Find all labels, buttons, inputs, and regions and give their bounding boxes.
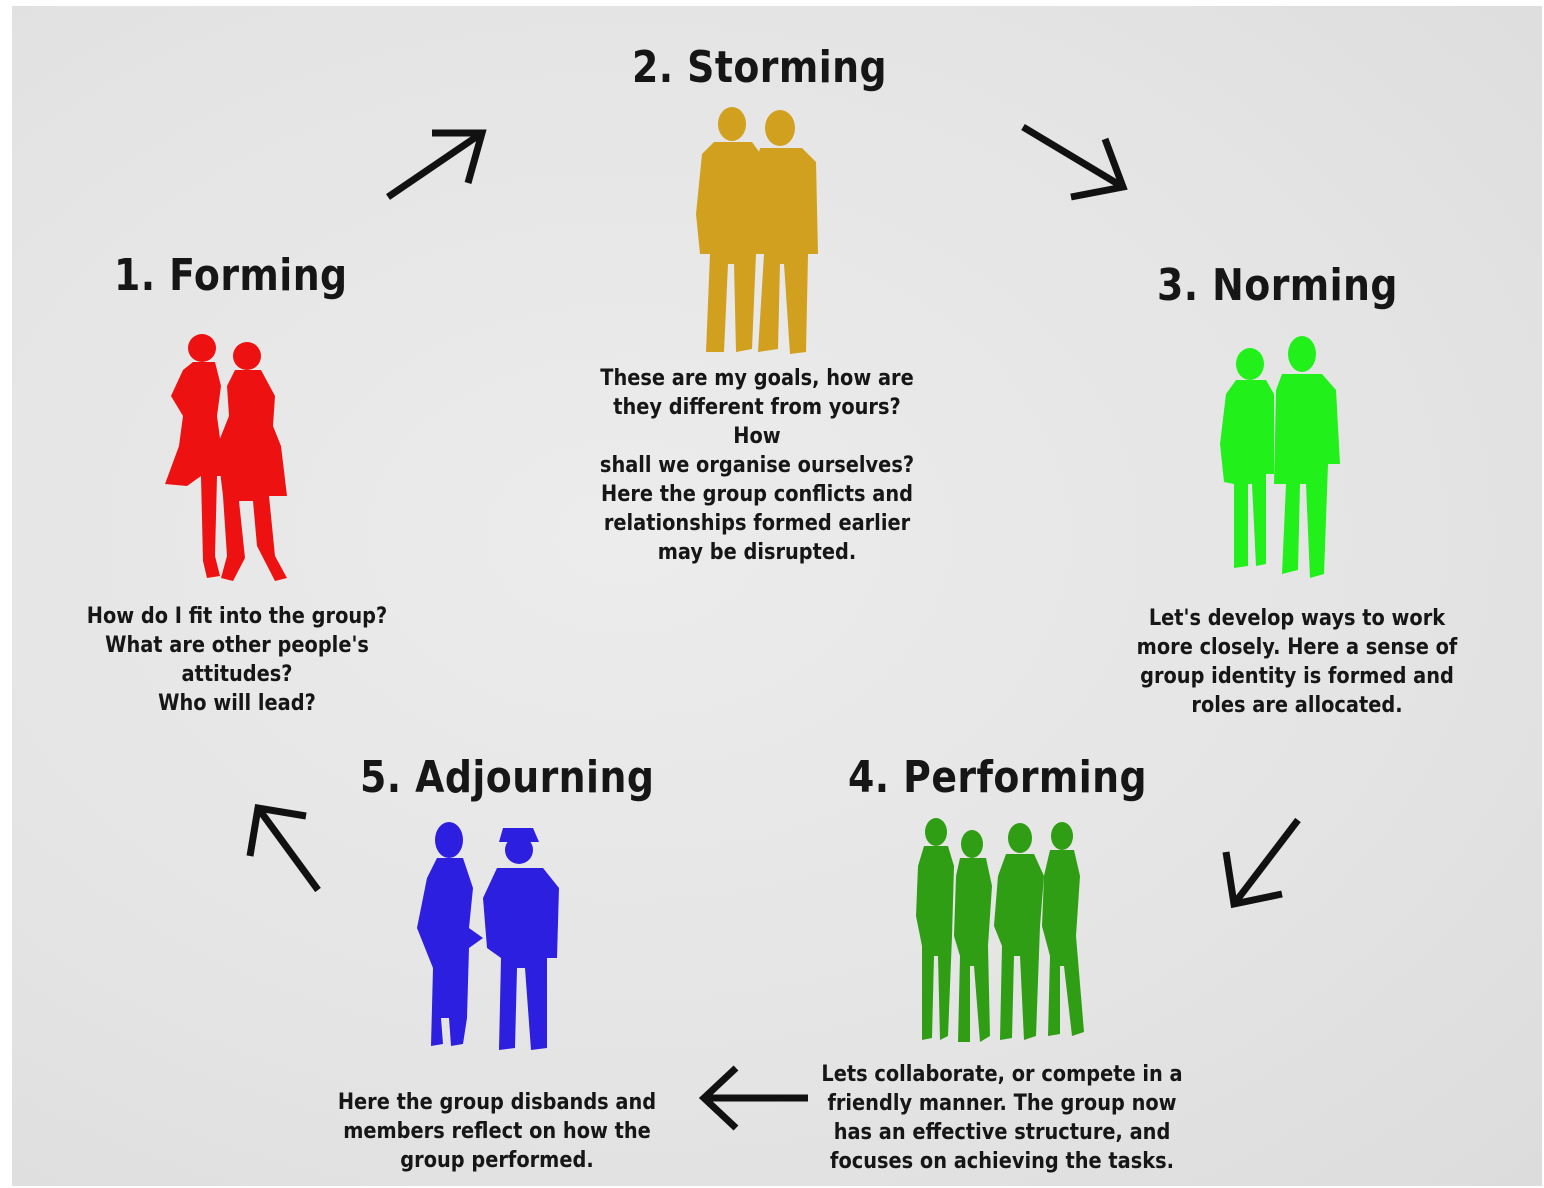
couple-with-cap-silhouette-icon: [417, 822, 559, 1050]
couple-silhouette-icon: [1220, 336, 1340, 578]
stage-title-forming: 1. Forming: [114, 250, 348, 301]
arrow-up-left-icon: [246, 803, 321, 893]
stage-title-performing: 4. Performing: [848, 752, 1148, 803]
stage-description-adjourning: Here the group disbands and members refl…: [337, 1090, 657, 1173]
two-women-silhouette-icon: [165, 334, 287, 581]
stage-title-norming: 3. Norming: [1157, 260, 1398, 311]
arrow-left-icon: [698, 1065, 808, 1131]
two-men-silhouette-icon: [696, 107, 818, 354]
arrow-down-left-icon: [1222, 817, 1301, 909]
arrow-up-right-icon: [386, 129, 487, 200]
stage-description-norming: Let's develop ways to work more closely.…: [1136, 606, 1458, 718]
stage-title-storming: 2. Storming: [632, 42, 888, 93]
stage-description-forming: How do I fit into the group? What are ot…: [86, 604, 388, 716]
group-of-four-silhouette-icon: [916, 818, 1084, 1042]
arrow-down-right-icon: [1021, 123, 1128, 201]
group-development-diagram: 1. Forming How do I fit into the group? …: [12, 6, 1542, 1186]
stage-title-adjourning: 5. Adjourning: [360, 752, 655, 803]
stage-description-performing: Lets collaborate, or compete in a friend…: [821, 1062, 1183, 1174]
stage-description-storming: These are my goals, how are they differe…: [599, 366, 915, 565]
